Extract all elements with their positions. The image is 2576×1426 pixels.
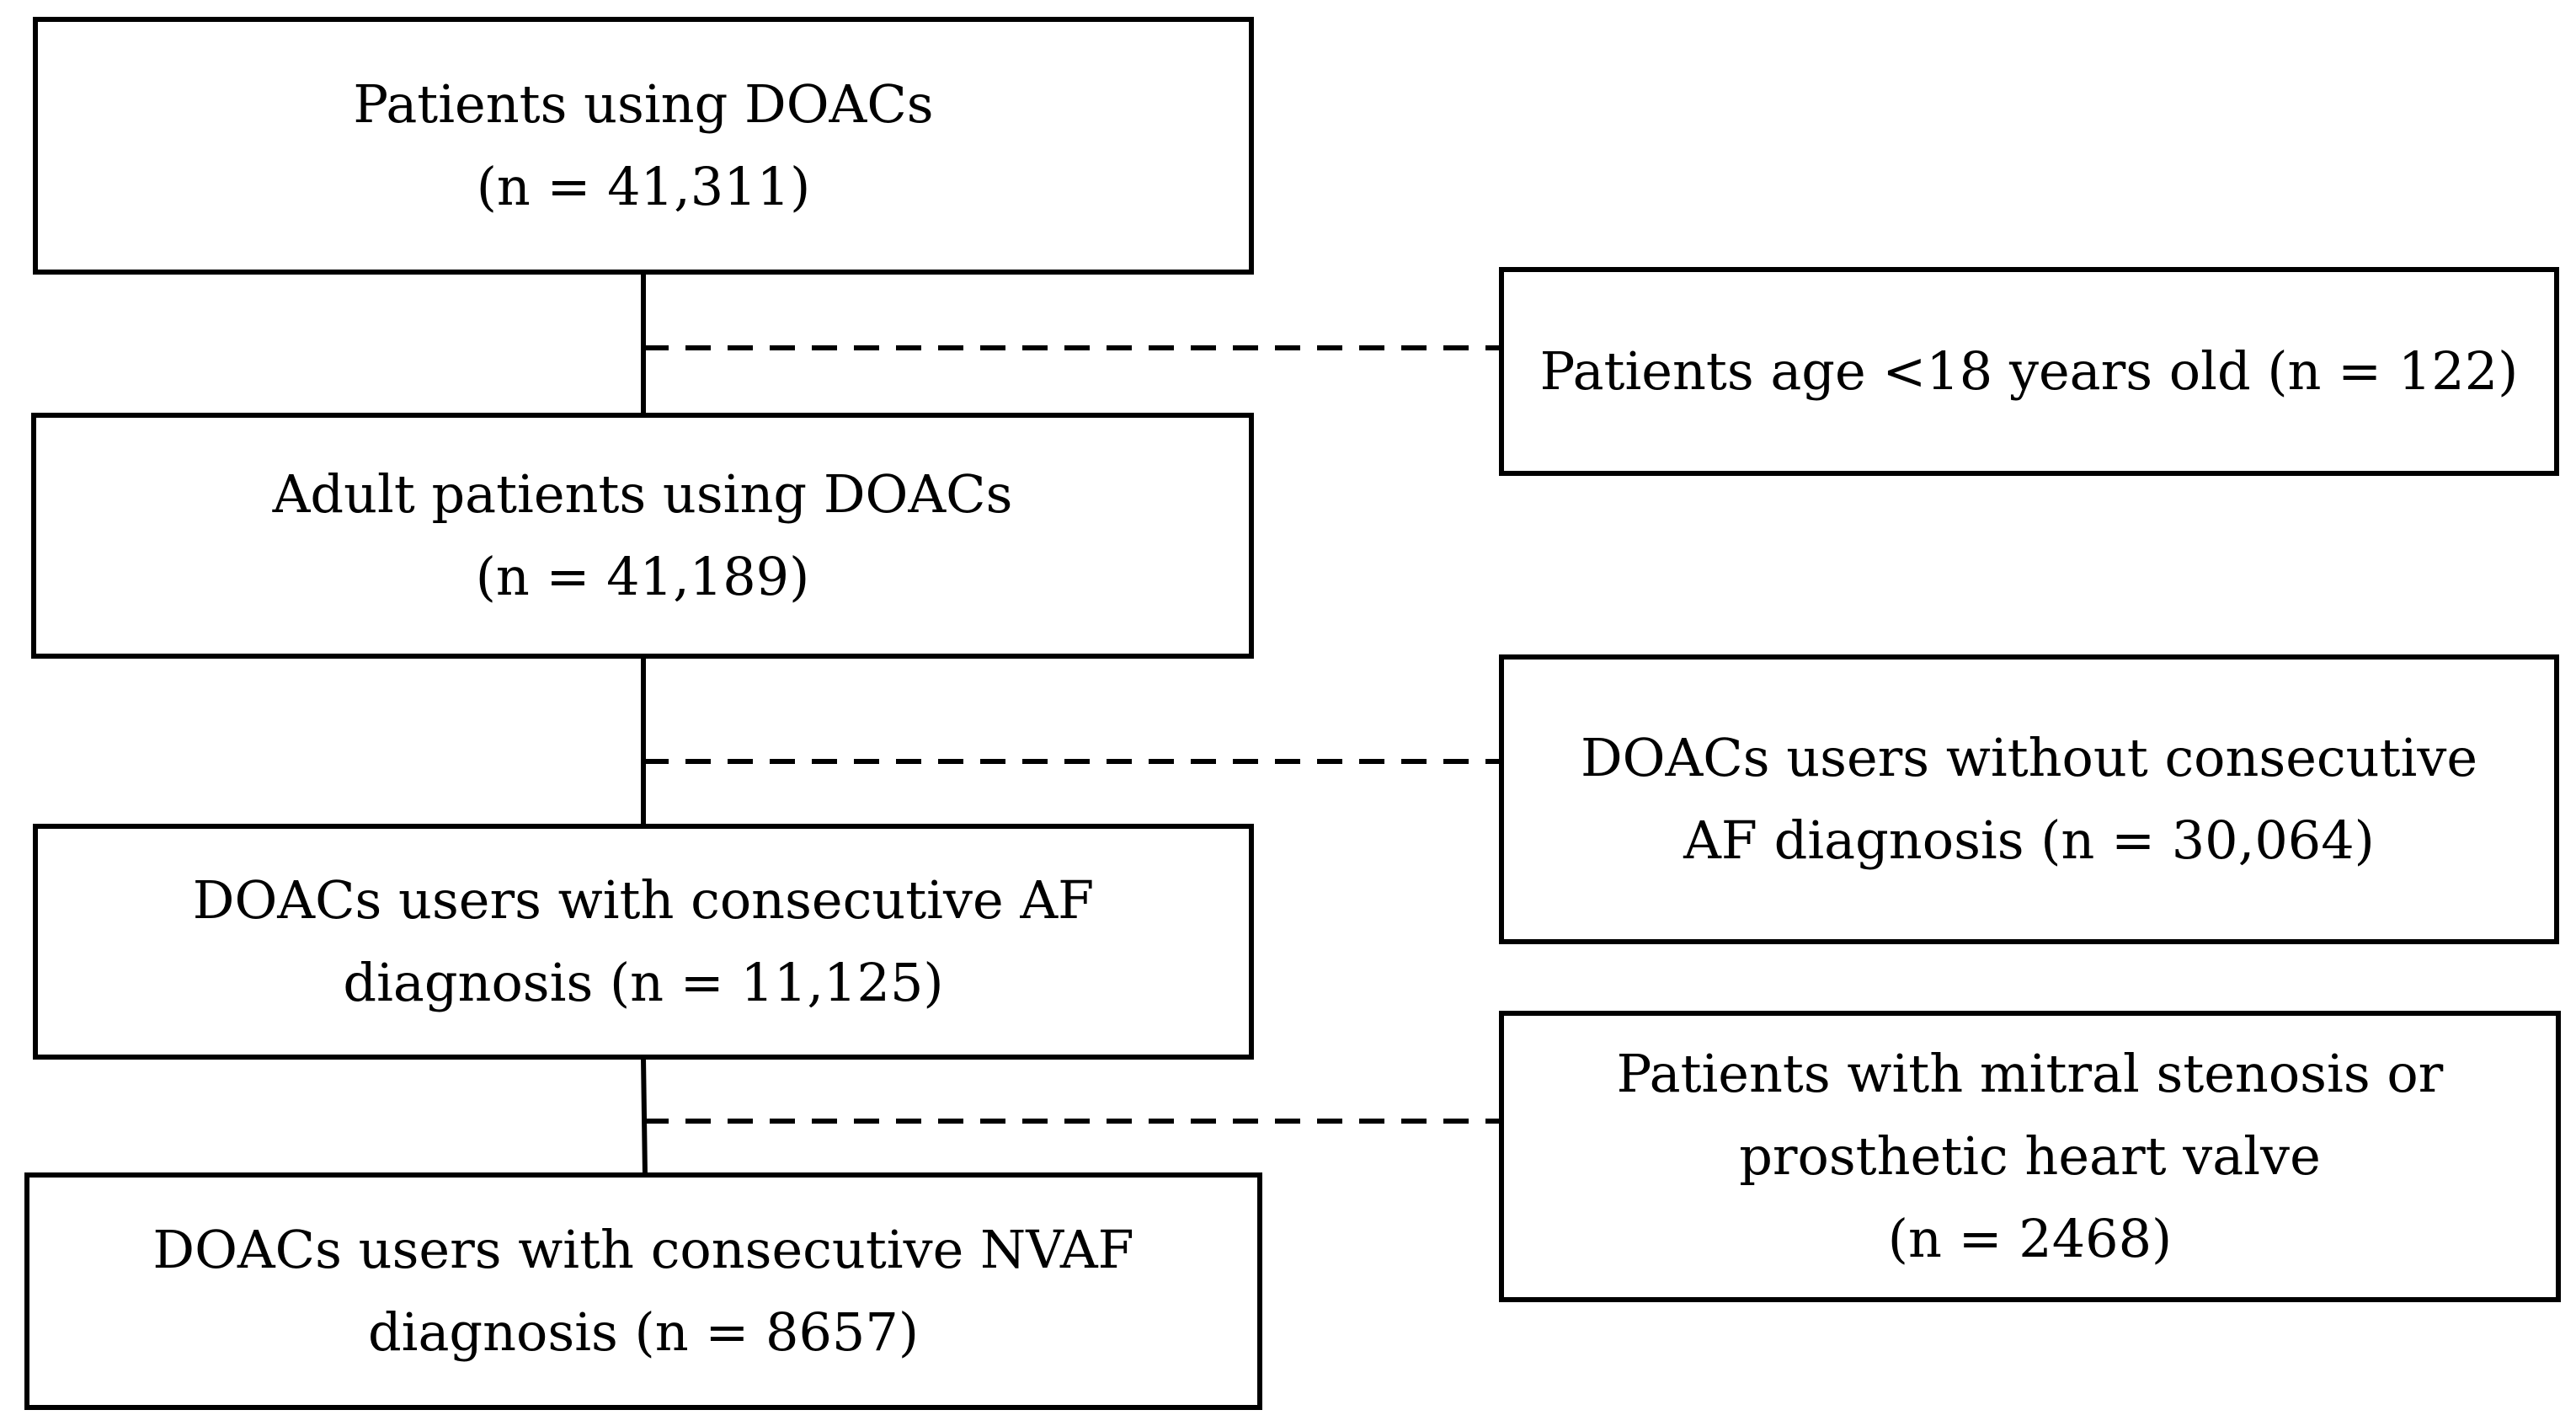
box-adult-patients: Adult patients using DOACs (n = 41,189) — [31, 413, 1254, 659]
box-all-patients-text: Patients using DOACs (n = 41,311) — [353, 73, 934, 217]
box-exclude-no-af-text: DOACs users without consecutive AF diagn… — [1580, 727, 2478, 871]
box-adult-patients-text: Adult patients using DOACs (n = 41,189) — [272, 463, 1013, 607]
connector-main-3-4 — [641, 1057, 648, 1177]
box-exclude-no-af: DOACs users without consecutive AF diagn… — [1499, 654, 2559, 944]
box-nvaf-patients-text: DOACs users with consecutive NVAF diagno… — [152, 1219, 1134, 1363]
box-af-patients-text: DOACs users with consecutive AF diagnosi… — [192, 869, 1095, 1013]
box-af-patients: DOACs users with consecutive AF diagnosi… — [33, 824, 1254, 1060]
box-nvaf-patients: DOACs users with consecutive NVAF diagno… — [24, 1172, 1262, 1410]
box-exclude-age: Patients age <18 years old (n = 122) — [1499, 267, 2559, 476]
box-exclude-valve-text: Patients with mitral stenosis or prosthe… — [1616, 1043, 2444, 1269]
box-all-patients: Patients using DOACs (n = 41,311) — [33, 17, 1254, 275]
box-exclude-age-text: Patients age <18 years old (n = 122) — [1539, 340, 2519, 402]
box-exclude-valve: Patients with mitral stenosis or prosthe… — [1499, 1011, 2561, 1302]
